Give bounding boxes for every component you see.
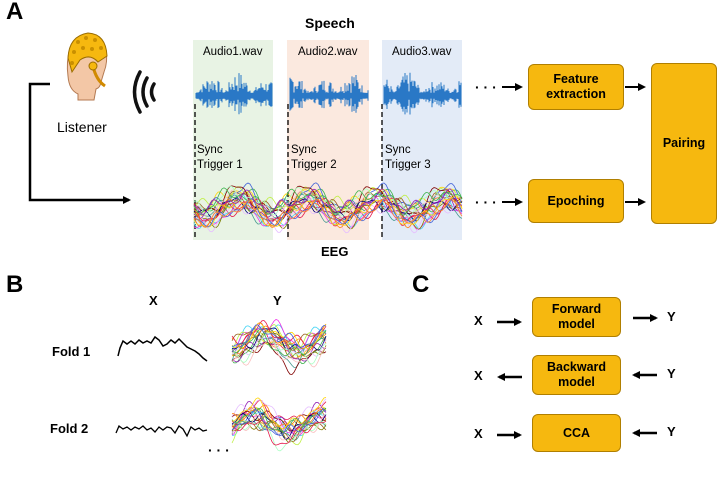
- fold-2-y-trace-19: [231, 420, 327, 446]
- fold-2-y-trace-14: [231, 413, 327, 440]
- eeg-trace-20: [193, 187, 463, 216]
- fold-2-x-trace: [115, 424, 208, 438]
- panel-a-letter: A: [6, 0, 24, 25]
- sound-wave-icon: [132, 70, 156, 114]
- backward-y-label: Y: [667, 366, 676, 381]
- audio-waveforms: [195, 72, 462, 115]
- cca-box: CCA: [532, 414, 621, 452]
- fold-2-y-traces: [231, 397, 327, 452]
- cca-y-label: Y: [667, 424, 676, 439]
- backward-model-line2: model: [558, 375, 595, 389]
- listener-head-icon: [66, 32, 108, 101]
- pairing-label: Pairing: [662, 136, 706, 150]
- fold-1-x-trace: [117, 335, 208, 362]
- panel-b-ellipsis: · · ·: [208, 442, 230, 458]
- eeg-traces: [193, 182, 463, 234]
- fold-2-y-trace-20: [231, 407, 327, 433]
- fold-2-y-trace-12: [231, 410, 327, 432]
- cca-label: CCA: [562, 425, 591, 440]
- panel-b-letter: B: [6, 271, 24, 298]
- epoching-label: Epoching: [547, 193, 605, 208]
- backward-model-box: Backward model: [532, 355, 621, 395]
- fold-1-label: Fold 1: [52, 344, 91, 359]
- fold-1-y-trace-13: [231, 330, 327, 358]
- sync-trigger-2-line2: Trigger 2: [291, 159, 337, 171]
- audio-waveform-3: [383, 72, 462, 115]
- ellipsis-speech: · · ·: [475, 79, 497, 95]
- audio-waveform-1: [195, 73, 273, 115]
- eeg-trace-23: [193, 198, 463, 228]
- pairing-box: Pairing: [651, 63, 717, 224]
- sync-trigger-1-line1: Sync: [197, 144, 223, 156]
- backward-x-label: X: [474, 368, 483, 383]
- fold-1-y-trace-14: [231, 327, 327, 351]
- audio-waveform-2: [289, 75, 369, 113]
- sync-trigger-1-line2: Trigger 1: [197, 159, 243, 171]
- forward-model-line1: Forward: [551, 302, 602, 316]
- eeg-trace-19: [193, 197, 463, 222]
- eeg-trace-15: [193, 201, 463, 234]
- fold-2-y-trace-11: [231, 420, 327, 442]
- fold-2-label: Fold 2: [50, 421, 89, 436]
- panel-b-y-label: Y: [273, 293, 282, 308]
- fold-1-y-traces: [231, 319, 327, 375]
- panel-b-x-label: X: [149, 293, 158, 308]
- fold-1-y-trace-19: [231, 320, 327, 347]
- feature-extraction-line1: Feature: [553, 72, 599, 86]
- ellipsis-eeg: · · ·: [475, 194, 497, 210]
- audio-segment-2-background: [287, 40, 369, 240]
- forward-x-label: X: [474, 313, 483, 328]
- fold-2-y-trace-17: [231, 421, 327, 452]
- sync-trigger-2: Sync Trigger 2: [291, 143, 337, 173]
- fold-2-y-trace-6: [231, 401, 327, 432]
- eeg-trace-24: [193, 188, 463, 215]
- forward-y-label: Y: [667, 309, 676, 324]
- audio-file-2: Audio2.wav: [298, 46, 358, 58]
- sync-trigger-1: Sync Trigger 1: [197, 143, 243, 173]
- audio-file-3: Audio3.wav: [392, 46, 452, 58]
- fold-1-y-trace-16: [231, 338, 327, 368]
- fold-2-y-trace-21: [231, 397, 327, 430]
- eeg-trace-13: [193, 197, 463, 230]
- listener-label: Listener: [57, 119, 107, 135]
- listener-to-eeg-arrow: [28, 82, 131, 204]
- fold-2-y-trace-22: [231, 408, 327, 437]
- eeg-label: EEG: [321, 244, 349, 259]
- speech-label: Speech: [305, 15, 355, 31]
- audio-file-1: Audio1.wav: [203, 46, 263, 58]
- fold-1-y-trace-15: [231, 335, 327, 358]
- sync-trigger-3: Sync Trigger 3: [385, 143, 431, 173]
- panel-c-letter: C: [412, 271, 430, 298]
- feature-extraction-box: Feature extraction: [528, 64, 624, 110]
- fold-1-y-trace-11: [231, 328, 327, 351]
- sync-trigger-3-line2: Trigger 3: [385, 159, 431, 171]
- eeg-trace-22: [193, 197, 463, 228]
- fold-1-y-trace-17: [231, 331, 327, 365]
- sync-trigger-2-line1: Sync: [291, 144, 317, 156]
- forward-model-box: Forward model: [532, 297, 621, 337]
- sync-trigger-3-line1: Sync: [385, 144, 411, 156]
- forward-model-line2: model: [558, 317, 595, 331]
- feature-extraction-line2: extraction: [546, 87, 606, 101]
- epoching-box: Epoching: [528, 179, 624, 223]
- fold-1-y-trace-22: [231, 324, 327, 348]
- cca-x-label: X: [474, 426, 483, 441]
- backward-model-line1: Backward: [546, 360, 607, 374]
- fold-1-y-trace-9: [231, 324, 326, 351]
